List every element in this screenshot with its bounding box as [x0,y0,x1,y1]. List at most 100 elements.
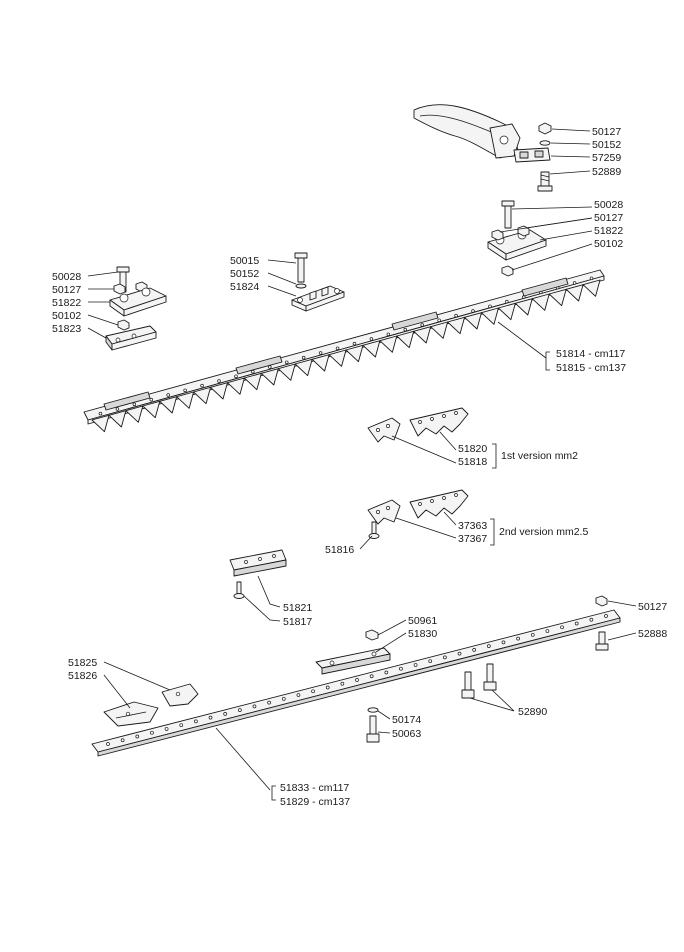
bolt-nut-50127-top [537,122,553,192]
knife-clamp-right [487,200,547,277]
cutter-bar-hole [369,674,374,679]
leader-lines-51833 [215,727,276,801]
knife-tooth [108,410,127,428]
knife-tooth [514,298,533,316]
label-50127-right: 50127 [594,212,623,224]
knife-tooth [227,377,245,395]
cutter-bar-hole [150,730,154,735]
cutter-bar-hole [457,651,462,656]
wear-plates-51825 [103,683,199,727]
cutter-bar-hole [208,715,213,720]
label-51820: 51820 [458,443,487,455]
cutter-bar-hole [311,689,315,694]
label-51825: 51825 [68,657,97,669]
knife-rivet-hole [132,402,137,407]
label-51833: 51833 - cm117 [280,782,349,794]
knife-rivet-hole [234,374,238,379]
knife-rivet-hole [183,388,187,393]
bolt-washer-50063 [366,707,380,743]
knife-tooth [294,358,313,377]
knife-tooth [379,335,398,353]
leader-lines-middle-guide [267,259,297,297]
spacer-block-51830 [315,629,391,675]
knife-tooth [311,354,330,372]
knife-tooth [565,284,584,302]
knife-tooth [396,330,415,349]
cutter-bar-hole [399,666,403,671]
cutter-bar-hole [135,734,140,739]
label-52888: 52888 [638,628,667,640]
cutter-bar-hole [472,648,477,652]
knife-rivet-hole [403,327,408,332]
leader-lines-top-right [549,128,591,175]
leader-lines-51825 [103,661,171,709]
knife-teeth [91,276,601,433]
label-50015: 50015 [230,255,259,267]
knife-rivet-hole [454,313,458,318]
knife-tooth [497,302,516,321]
knife-backing-plates [103,277,569,411]
knife-rivet-hole [589,276,594,281]
label-50102-left: 50102 [52,310,81,322]
knife-rivet-hole [301,355,306,360]
rivet-51817 [233,581,245,599]
knife-guide-51824 [291,252,345,312]
cutter-bar-hole [340,681,345,686]
label-51818: 51818 [458,456,487,468]
knife-rivet-hole [251,369,255,374]
knife-rivet-hole [369,337,374,341]
cutter-bar-hole [252,704,257,709]
knife-tooth [481,307,499,325]
knife-tooth [91,414,110,433]
cutter-bar-hole [106,742,110,746]
leader-lines-51821 [243,575,281,622]
cutter-bar-hole [545,629,550,633]
cutter-bar-hole [443,655,447,660]
label-first-version: 1st version mm2 [501,450,578,462]
cutter-bar-hole [516,636,520,641]
label-50028-right: 50028 [594,199,623,211]
knife-rivet-hole [284,360,289,365]
cutter-bar-51833 [91,609,621,757]
label-50127-bottom: 50127 [638,601,667,613]
cutter-bar-hole [237,708,242,712]
cutter-bar-hole [574,621,579,626]
bolts-52890 [461,663,497,699]
label-51826: 51826 [68,670,97,682]
label-50152-mid: 50152 [230,268,259,280]
backing-plate-51821 [229,549,287,577]
label-50102-right: 50102 [594,238,623,250]
label-50152-top: 50152 [592,139,621,151]
label-52889: 52889 [592,166,621,178]
leader-lines-v1 [391,431,497,469]
label-51822-left: 51822 [52,297,81,309]
knife-rivet-hole [437,318,441,323]
cutter-bar-hole [413,663,418,667]
cutter-bar-hole [589,617,594,622]
label-50961: 50961 [408,615,437,627]
bolt-nut-50127-bottom [595,595,609,651]
label-50127-top: 50127 [592,126,621,138]
knife-rivet-hole [352,341,357,346]
cutter-bar-hole [281,696,286,701]
label-37367: 37367 [458,533,487,545]
knife-section-37363 [409,489,469,519]
knife-tooth [243,372,262,391]
cutter-bar-hole [296,693,301,697]
knife-tooth [582,279,601,297]
knife-rivet-hole [200,383,204,388]
knife-rivet-hole [505,299,509,304]
label-51830: 51830 [408,628,437,640]
knife-tooth [125,405,144,423]
cutter-bar-hole [486,644,491,648]
knife-tooth [193,386,211,405]
label-50127-left: 50127 [52,284,81,296]
label-51822-right: 51822 [594,225,623,237]
label-50028-left: 50028 [52,271,81,283]
cutter-bar-hole [179,723,184,728]
label-51821: 51821 [283,602,312,614]
label-57259: 57259 [592,152,621,164]
knife-tooth [362,340,381,358]
cutter-bar-hole [325,685,330,690]
knife-tooth [447,316,465,335]
